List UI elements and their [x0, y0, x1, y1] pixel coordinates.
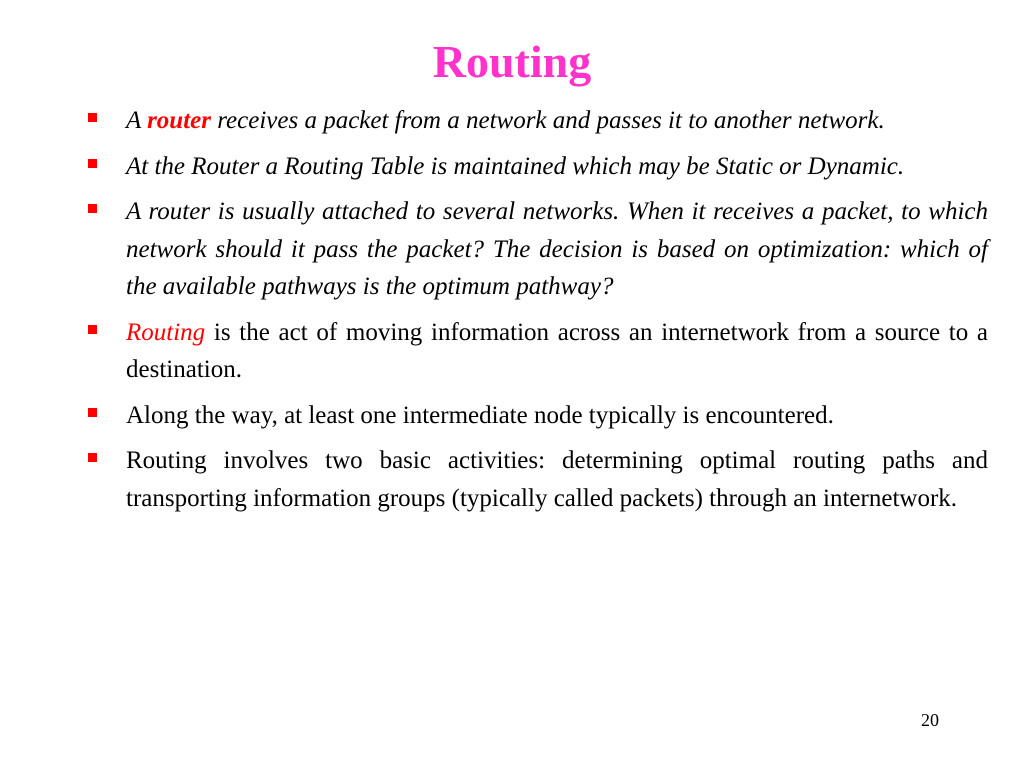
bullet-1-prefix: A [126, 107, 148, 134]
bullet-4-suffix: is the act of moving information across … [126, 318, 988, 384]
bullet-item-2: At the Router a Routing Table is maintai… [86, 148, 988, 186]
bullet-item-1: A router receives a packet from a networ… [86, 102, 988, 140]
bullet-item-5: Along the way, at least one intermediate… [86, 397, 988, 435]
square-bullet-icon [88, 204, 97, 213]
square-bullet-icon [88, 113, 97, 122]
bullet-3-text: A router is usually attached to several … [126, 198, 988, 300]
bullet-4-highlight: Routing [126, 318, 206, 346]
bullet-list: A router receives a packet from a networ… [86, 102, 988, 525]
bullet-6-text: Routing involves two basic activities: d… [126, 447, 988, 512]
bullet-1-highlight: router [147, 107, 211, 134]
bullet-item-4: Routing is the act of moving information… [86, 314, 988, 389]
square-bullet-icon [88, 453, 97, 462]
bullet-5-text: Along the way, at least one intermediate… [126, 401, 834, 429]
bullet-2-text: At the Router a Routing Table is maintai… [126, 152, 905, 180]
bullet-item-3: A router is usually attached to several … [86, 193, 988, 306]
square-bullet-icon [88, 158, 97, 168]
square-bullet-icon [88, 407, 97, 417]
bullet-1-suffix: receives a packet from a network and pas… [210, 107, 885, 134]
slide-title: Routing [432, 36, 592, 87]
square-bullet-icon [88, 324, 97, 334]
page-number: 20 [921, 710, 939, 730]
bullet-item-6: Routing involves two basic activities: d… [86, 442, 988, 517]
